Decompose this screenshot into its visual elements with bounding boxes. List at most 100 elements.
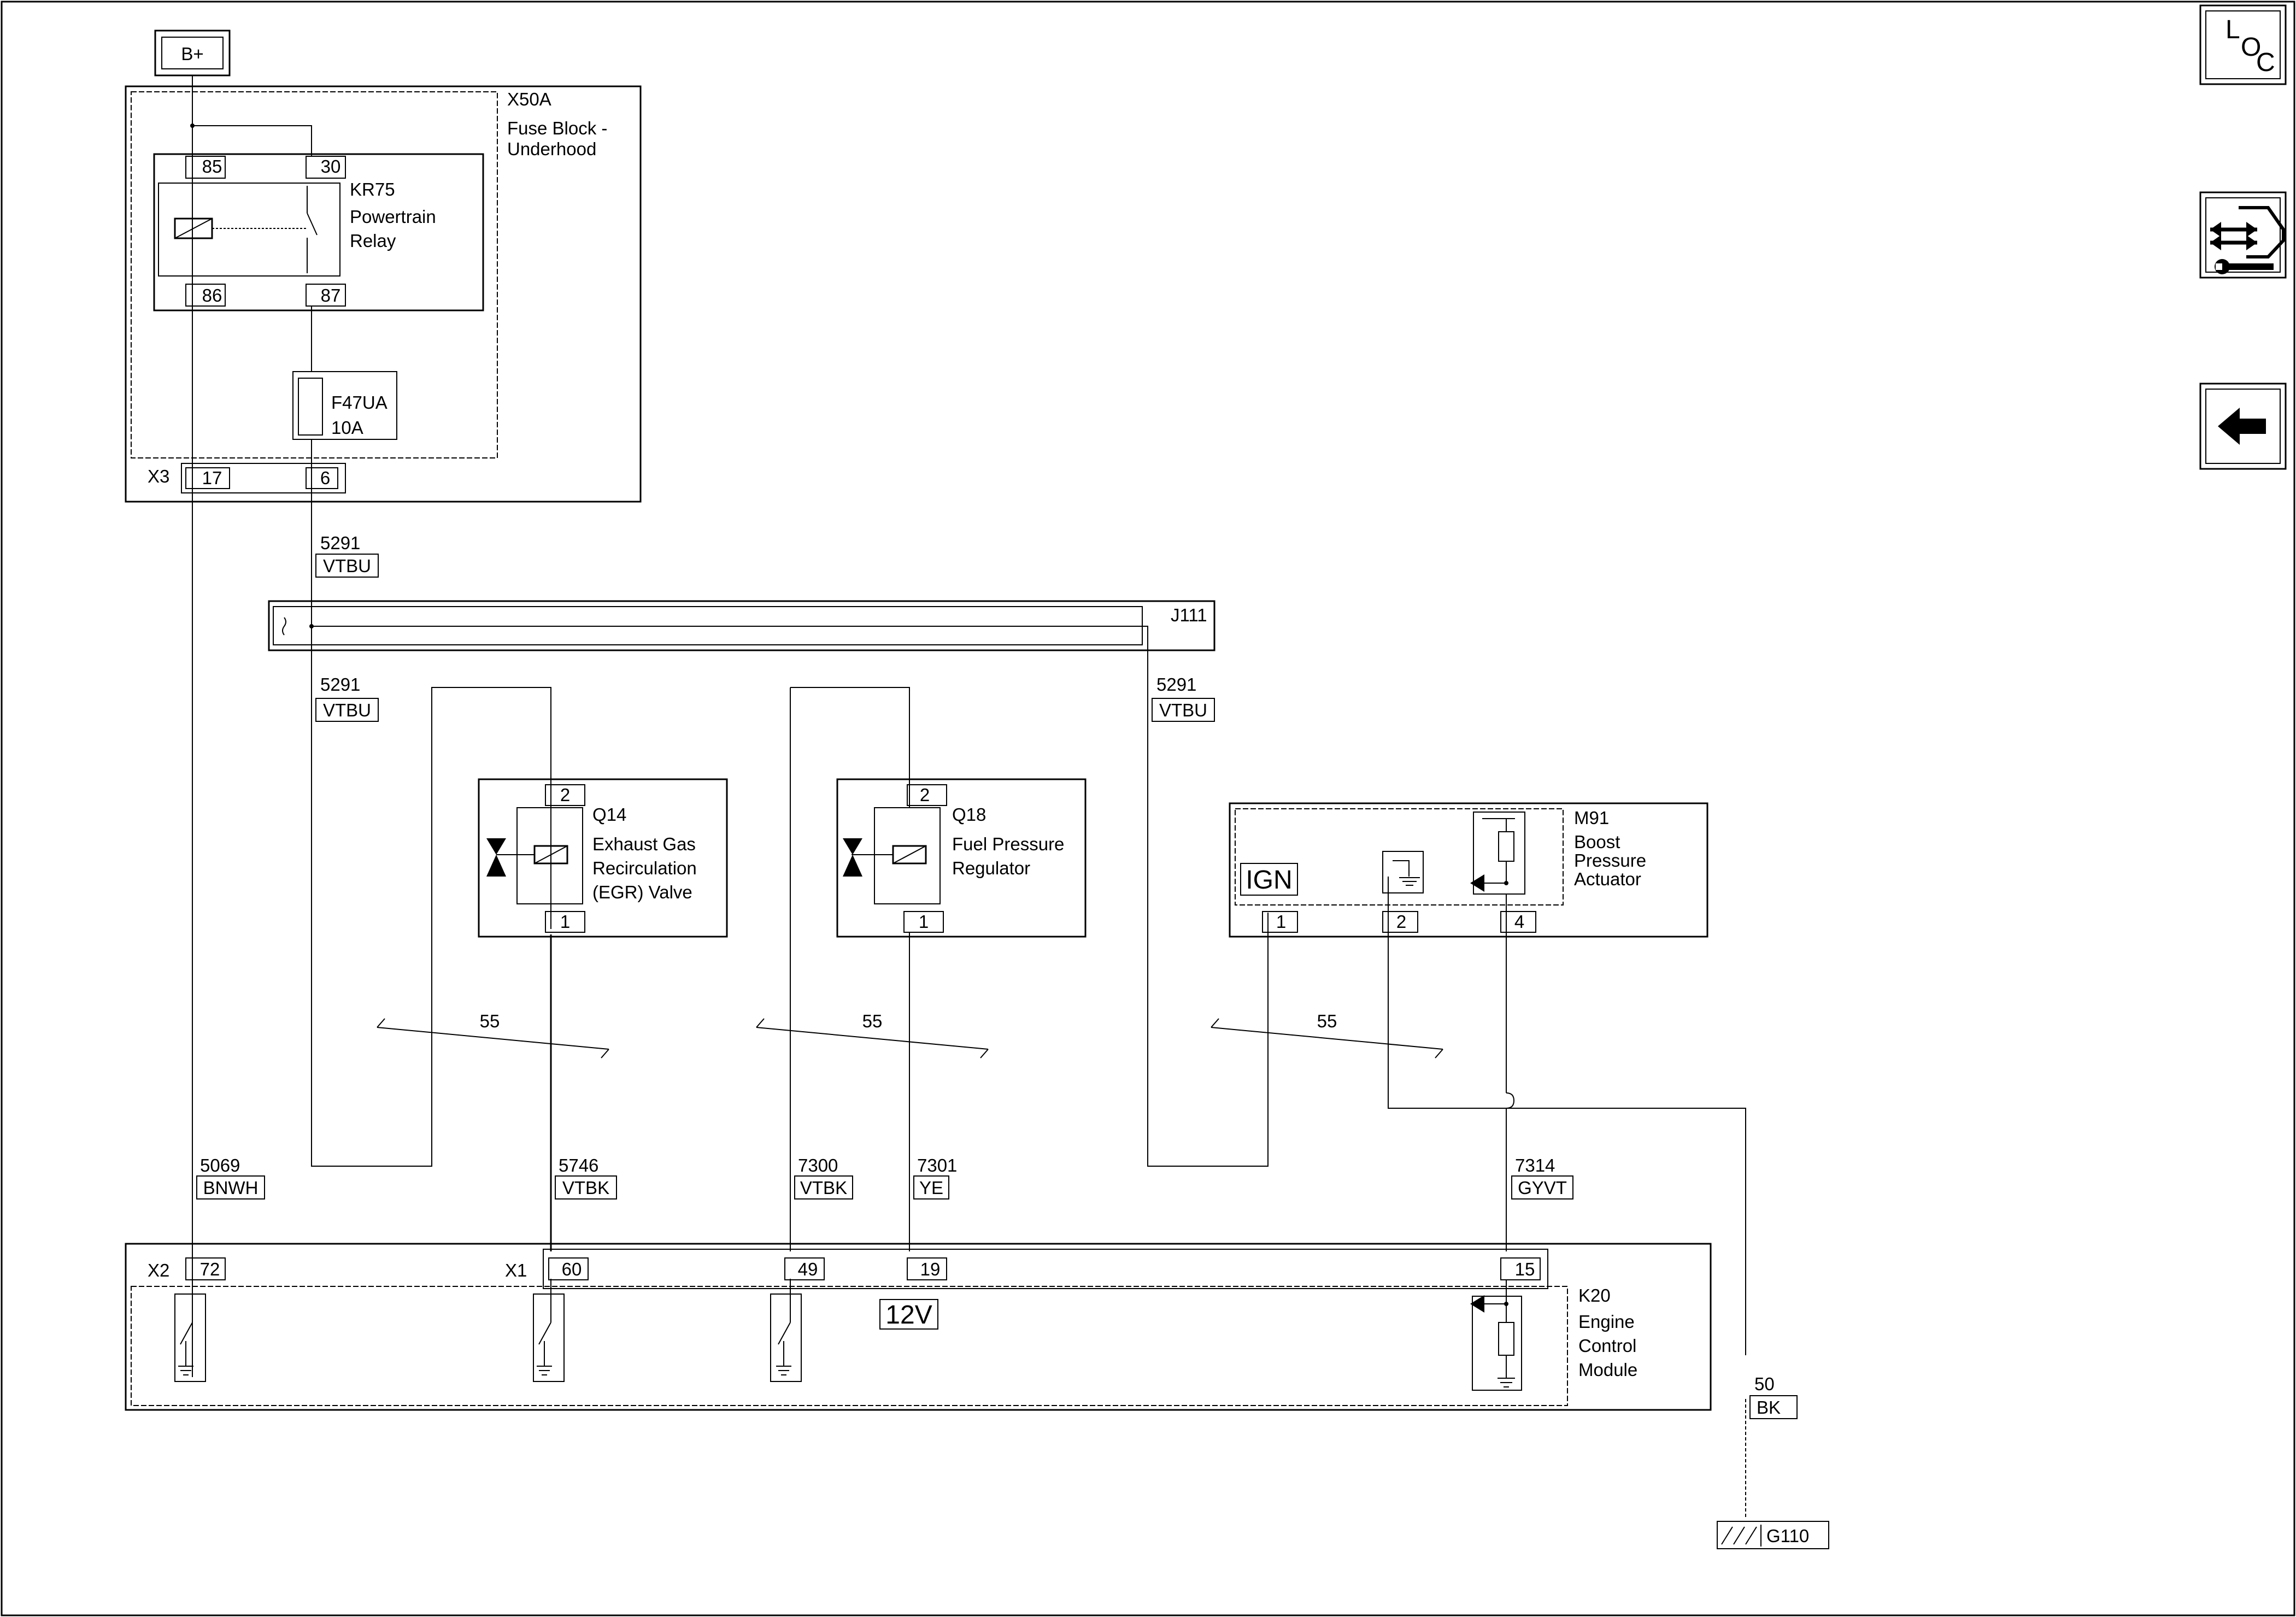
boost-name-2: Pressure: [1574, 850, 1646, 871]
relay-pin-86: 86: [202, 285, 222, 305]
svg-text:5291: 5291: [1156, 674, 1196, 695]
ecm-driver-60: [533, 1279, 565, 1382]
fuse-rating: 10A: [331, 418, 363, 438]
fuel-reg-id: Q18: [952, 804, 986, 825]
wire-50-ground: [1388, 877, 1746, 1355]
svg-text:5291: 5291: [320, 674, 360, 695]
wire-5291-to-egr: [311, 626, 551, 1167]
fuse-block-pin-17: 17: [202, 468, 222, 488]
ecm-pin-19: 19: [920, 1259, 941, 1279]
ecm-sensor-input-15: [1470, 1280, 1522, 1391]
fuel-reg-pin-2: 2: [920, 785, 930, 805]
ecm-pin-49: 49: [798, 1259, 818, 1279]
svg-text:VTBK: VTBK: [800, 1178, 847, 1198]
location-view-button[interactable]: L O C: [2199, 4, 2287, 85]
svg-text:7300: 7300: [798, 1155, 838, 1175]
egr-pin-1: 1: [560, 912, 570, 932]
ground-g110: G110: [1717, 1521, 1829, 1549]
splice-id: J111: [1171, 605, 1207, 625]
fuse-f47ua: F47UA 10A: [292, 371, 397, 440]
wire-label-50: 50 BK: [1749, 1374, 1798, 1419]
egr-pin-2: 2: [560, 785, 570, 805]
battery-label: B+: [181, 44, 203, 64]
ecm-name-3: Module: [1578, 1360, 1637, 1380]
boost-name-3: Actuator: [1574, 869, 1641, 889]
boost-ign-label: IGN: [1246, 866, 1292, 895]
boost-pin-1: 1: [1276, 912, 1286, 932]
reference-break-2: 55: [756, 1011, 989, 1059]
connector-repair-button[interactable]: [2199, 191, 2287, 279]
loc-letter-c: C: [2256, 48, 2275, 77]
boost-name-1: Boost: [1574, 832, 1620, 852]
fuse-block-name-2: Underhood: [507, 139, 596, 159]
svg-text:55: 55: [480, 1011, 500, 1031]
fuel-reg-pin-1: 1: [919, 912, 929, 932]
boost-id: M91: [1574, 808, 1609, 828]
fuel-reg-name-2: Regulator: [952, 858, 1030, 878]
fuse-block-id: X50A: [507, 89, 551, 109]
relay-id: KR75: [350, 179, 395, 199]
fuse-block-name-1: Fuse Block -: [507, 118, 607, 138]
ecm-connector-x1: X1: [505, 1260, 527, 1280]
egr-name-3: (EGR) Valve: [592, 882, 692, 902]
wire-label-5291-c: 5291 VTBU: [1152, 674, 1215, 722]
relay-pin-85: 85: [202, 156, 222, 177]
egr-name-1: Exhaust Gas: [592, 834, 696, 854]
svg-text:55: 55: [862, 1011, 883, 1031]
reference-break-1: 55: [377, 1011, 609, 1059]
loc-letter-o: O: [2241, 33, 2261, 62]
loc-letter-l: L: [2225, 15, 2240, 44]
wire-5291-to-boost: [312, 626, 1269, 1167]
svg-text:7301: 7301: [917, 1155, 957, 1175]
battery-terminal: B+: [154, 30, 231, 77]
wire-label-7300: 7300 VTBK: [794, 1155, 853, 1199]
svg-text:5746: 5746: [559, 1155, 598, 1175]
reference-break-3: 55: [1211, 1011, 1443, 1059]
engine-control-module: X2 X1 72 60 49 19 15 12V K20 Engine Cont…: [125, 1243, 1712, 1411]
ecm-voltage-label: 12V: [885, 1301, 932, 1330]
svg-text:50: 50: [1754, 1374, 1775, 1394]
egr-valve: 2 1 Q14 Exhaust Gas Recirculation (EGR) …: [478, 778, 728, 938]
egr-id: Q14: [592, 804, 626, 825]
splice-j111: J111: [268, 600, 1269, 1167]
ecm-name-2: Control: [1578, 1336, 1636, 1356]
ecm-name-1: Engine: [1578, 1312, 1635, 1332]
svg-text:5291: 5291: [320, 533, 360, 553]
svg-text:GYVT: GYVT: [1518, 1178, 1567, 1198]
wire-label-7301: 7301 YE: [913, 1155, 957, 1199]
boost-pressure-actuator: IGN 1 2 4 M91 Boost Pressure Actuator: [1229, 802, 1708, 938]
ecm-id: K20: [1578, 1285, 1611, 1306]
wire-label-5746: 5746 VTBK: [555, 1155, 617, 1199]
ground-id: G110: [1766, 1526, 1809, 1546]
svg-text:BK: BK: [1757, 1397, 1781, 1418]
fuel-pressure-regulator: 2 1 Q18 Fuel Pressure Regulator: [836, 778, 1087, 938]
relay-pin-30: 30: [321, 156, 341, 177]
ecm-pin-60: 60: [562, 1259, 582, 1279]
svg-text:VTBK: VTBK: [562, 1178, 609, 1198]
arrow-left-icon: [2218, 408, 2266, 445]
relay-name-2: Relay: [350, 231, 396, 251]
svg-text:VTBU: VTBU: [1159, 700, 1207, 720]
ecm-pin-15: 15: [1515, 1259, 1535, 1279]
wire-label-7314: 7314 GYVT: [1511, 1155, 1573, 1199]
svg-text:BNWH: BNWH: [203, 1178, 259, 1198]
relay-pin-87: 87: [321, 285, 341, 305]
fuse-id: F47UA: [331, 392, 387, 413]
back-button[interactable]: [2199, 383, 2287, 470]
fuse-block: X50A Fuse Block - Underhood X3 17 6: [125, 85, 642, 503]
wire-label-5291-a: 5291 VTBU: [315, 533, 379, 578]
boost-pin-2: 2: [1396, 912, 1406, 932]
ecm-pin-72: 72: [200, 1259, 220, 1279]
wire-label-5069: 5069 BNWH: [196, 1155, 265, 1199]
relay-name-1: Powertrain: [350, 207, 436, 227]
ecm-driver-49: [770, 1279, 802, 1382]
connector-wrench-icon: [2210, 206, 2285, 274]
svg-text:55: 55: [1317, 1011, 1337, 1031]
svg-text:YE: YE: [919, 1178, 943, 1198]
boost-pin-4: 4: [1514, 912, 1524, 932]
svg-text:5069: 5069: [200, 1155, 240, 1175]
fuse-block-pin-6: 6: [320, 468, 330, 488]
svg-text:VTBU: VTBU: [323, 556, 371, 576]
svg-text:7314: 7314: [1515, 1155, 1555, 1175]
